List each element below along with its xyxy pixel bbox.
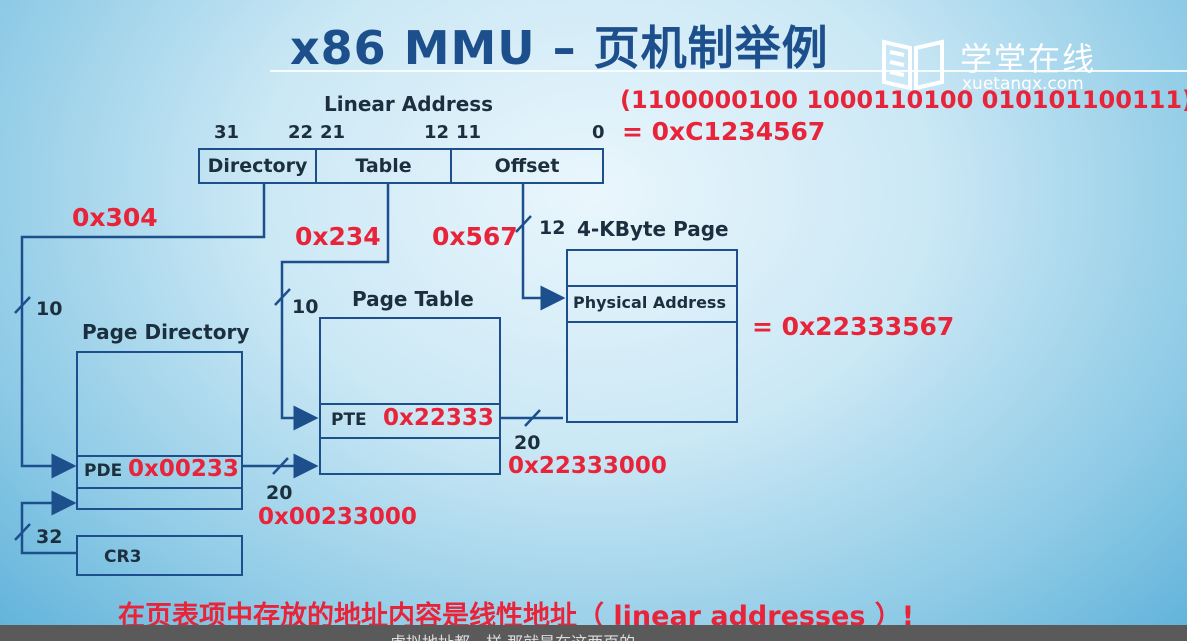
directory-index-value: 0x304 (72, 203, 158, 232)
hex-address: = 0xC1234567 (622, 117, 826, 146)
page-base-address: 0x22333000 (508, 453, 667, 479)
width-10-directory: 10 (36, 298, 63, 320)
pde-entry: PDE 0x00233 (78, 455, 241, 489)
page-4k-title: 4-KByte Page (577, 217, 729, 241)
slash-10a (14, 296, 31, 314)
xuetangx-logo: 学堂在线 xuetangx.com (878, 30, 1178, 100)
logo-url: xuetangx.com (962, 74, 1084, 94)
page-table: PTE 0x22333 (319, 317, 501, 475)
page-table-base-address: 0x00233000 (258, 504, 417, 530)
book-logo-icon (882, 39, 944, 91)
slash-32 (14, 523, 31, 541)
slide-title: x86 MMU – 页机制举例 (290, 21, 829, 75)
width-12-offset: 12 (539, 217, 566, 239)
page-directory-title: Page Directory (82, 320, 250, 344)
directory-to-pde-wire (20, 183, 266, 479)
width-20-page: 20 (514, 432, 541, 454)
pte-label: PTE (331, 410, 367, 430)
linear-address-register: Directory Table Offset (198, 148, 604, 184)
bit-12-label: 12 (424, 122, 450, 143)
cr3-register: CR3 (76, 535, 243, 576)
page-4k: Physical Address (566, 249, 738, 423)
table-field: Table (317, 150, 452, 182)
cr3-label: CR3 (104, 547, 142, 567)
pte-value: 0x22333 (383, 405, 494, 431)
subtitle-text: 虚拟地址都一样 那就是在这两页的 (390, 629, 635, 641)
slash-20b (524, 409, 541, 427)
bit-11-label: 11 (456, 122, 482, 143)
slash-12 (515, 215, 532, 233)
bit-21-label: 21 (320, 122, 346, 143)
subtitle-bar: 虚拟地址都一样 那就是在这两页的 (0, 625, 1187, 641)
logo-name: 学堂在线 (960, 40, 1097, 78)
offset-field: Offset (494, 155, 560, 177)
bit-22-label: 22 (288, 122, 314, 143)
physical-address-label: Physical Address (573, 293, 726, 312)
binary-address: (1100000100 1000110100 010101100111) (620, 86, 1187, 114)
linear-address-heading: Linear Address (324, 92, 494, 116)
page-directory-table: PDE 0x00233 (76, 351, 243, 510)
table-index-value: 0x234 (295, 222, 381, 251)
offset-value: 0x567 (432, 222, 518, 251)
width-32-cr3: 32 (36, 526, 63, 548)
width-10-table: 10 (292, 296, 319, 318)
table-to-pte-wire (280, 183, 390, 431)
physical-address-entry: Physical Address (568, 285, 736, 323)
bit-31-label: 31 (214, 122, 240, 143)
pde-value: 0x00233 (128, 456, 239, 482)
slash-10b (274, 288, 291, 306)
physical-address-result: = 0x22333567 (752, 312, 955, 341)
directory-field: Directory (200, 150, 317, 182)
bit-0-label: 0 (592, 122, 605, 143)
page-table-title: Page Table (352, 287, 474, 311)
width-20-page-table: 20 (266, 482, 293, 504)
pde-label: PDE (84, 461, 123, 481)
cr3-to-directory-wire (20, 490, 77, 555)
pte-entry: PTE 0x22333 (321, 403, 499, 439)
offset-to-physical-wire (521, 183, 566, 311)
title-underline (270, 70, 1187, 72)
slash-20a (272, 457, 289, 475)
